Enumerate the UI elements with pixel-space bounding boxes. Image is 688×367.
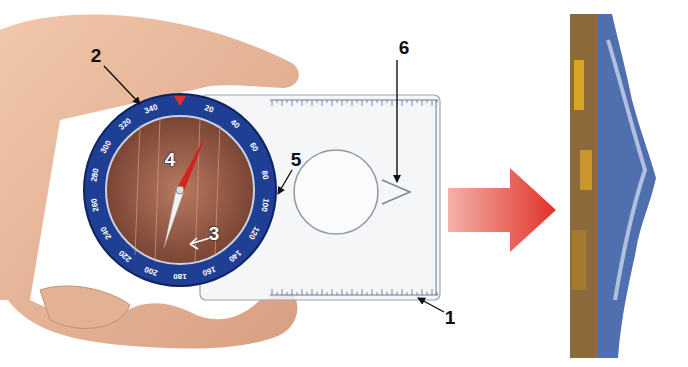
ruler-tick [312,289,313,295]
ruler-tick [407,292,408,295]
ruler-tick [297,292,298,295]
ruler-tick [432,100,433,106]
ruler-tick [292,100,293,106]
direction-arrow [382,180,410,204]
ruler-tick [317,292,318,295]
ruler-tick [307,292,308,295]
ruler-tick [337,292,338,295]
bezel-degree: 100 [259,198,270,213]
bezel-ring [84,94,276,286]
ruler-tick [382,100,383,106]
needle-north [176,135,206,191]
ruler-tick [387,292,388,295]
callout-arrow [190,238,210,249]
ruler-tick [397,292,398,295]
ruler-tick [337,100,338,103]
north-mark [174,96,186,106]
ruler-tick [282,289,283,295]
magnifier [294,150,378,234]
ruler-tick [437,292,438,295]
ruler-tick [287,100,288,103]
ruler-tick [427,292,428,295]
leader-lines [104,60,444,312]
ruler-tick [362,100,363,106]
needle-south [164,190,184,248]
ruler-tick [367,292,368,295]
ruler-tick [277,292,278,295]
ruler-tick [422,289,423,295]
ruler-tick [282,100,283,106]
ruler-tick [367,100,368,103]
needle-pivot [176,186,184,194]
ruler-tick [417,100,418,103]
ruler-tick [392,289,393,295]
ruler-tick [332,289,333,295]
ruler-tick [372,100,373,106]
ruler-tick [327,292,328,295]
ruler-tick [272,289,273,295]
ruler-tick [412,289,413,295]
ruler-tick [312,100,313,106]
ruler-tick [287,292,288,295]
callout-number: 1 [445,307,456,329]
ruler-tick [412,100,413,106]
ruler-tick [402,289,403,295]
ruler-tick [372,289,373,295]
callout-number: 2 [91,45,102,67]
ruler-tick [407,100,408,103]
ruler-tick [352,289,353,295]
ruler-tick [352,100,353,106]
landscape-photo [570,14,658,358]
ruler-tick [272,100,273,106]
ruler-tick [342,289,343,295]
ruler-tick [302,100,303,106]
ruler-tick [357,292,358,295]
ruler-tick [342,100,343,106]
ruler-tick [332,100,333,106]
ruler-tick [307,100,308,103]
ruler-tick [297,100,298,103]
orienting-lines [135,118,220,262]
ruler-tick [432,289,433,295]
ruler-tick [327,100,328,103]
callout-number: 3 [209,223,220,245]
ruler-tick [302,289,303,295]
ruler-tick [377,292,378,295]
ruler-tick [382,289,383,295]
callout-number: 5 [291,149,302,171]
ruler-tick [377,100,378,103]
capsule [106,116,254,264]
ruler-tick [277,100,278,103]
ruler-ticks [270,100,438,295]
ruler-scale [272,100,437,295]
pointer-arrow [448,168,556,252]
ruler-tick [292,289,293,295]
finger [40,286,130,328]
ruler-tick [322,289,323,295]
ruler-tick [427,100,428,103]
ruler-tick [347,100,348,103]
ruler-tick [322,100,323,106]
callout-number: 6 [399,37,410,59]
callout-number: 4 [165,149,176,171]
ruler-tick [402,100,403,106]
bezel-degree: 180 [173,272,186,281]
ruler-tick [392,100,393,106]
bezel-degree: 80 [259,170,269,180]
ruler-tick [317,100,318,103]
ruler-tick [387,100,388,103]
ruler-tick [362,289,363,295]
ruler-tick [437,100,438,103]
ruler-tick [417,292,418,295]
ruler-tick [347,292,348,295]
ruler-tick [357,100,358,103]
ruler-tick [422,100,423,106]
